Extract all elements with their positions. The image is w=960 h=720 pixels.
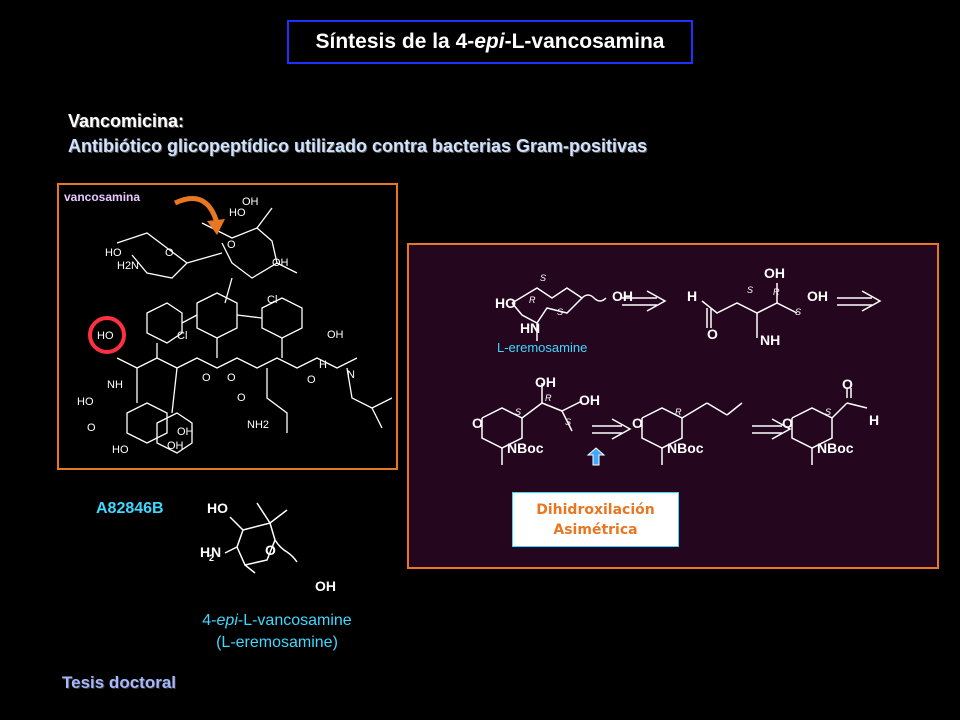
dihidroxilacion-line2: Asimétrica xyxy=(553,521,638,538)
svg-text:H: H xyxy=(687,288,697,304)
svg-text:N: N xyxy=(530,320,540,336)
svg-text:OH: OH xyxy=(272,257,289,269)
svg-text:R: R xyxy=(545,393,552,403)
svg-text:NH2: NH2 xyxy=(247,419,269,431)
svg-text:H: H xyxy=(520,320,530,336)
svg-text:S: S xyxy=(515,407,521,417)
svg-text:HO: HO xyxy=(207,500,228,516)
svg-text:S: S xyxy=(565,417,571,427)
svg-text:HO: HO xyxy=(97,330,114,342)
svg-text:O: O xyxy=(265,542,276,558)
svg-text:O: O xyxy=(87,422,96,434)
svg-text:OH: OH xyxy=(764,265,785,281)
svg-text:N: N xyxy=(347,369,355,381)
svg-text:H: H xyxy=(319,359,327,371)
eremosamine-label: L-eremosamine xyxy=(497,340,588,355)
svg-text:O: O xyxy=(227,239,236,251)
svg-text:O: O xyxy=(632,415,643,431)
svg-text:H2N: H2N xyxy=(117,260,139,272)
svg-text:OH: OH xyxy=(315,578,336,594)
svg-text:O: O xyxy=(842,376,853,392)
dihidroxilacion-box: Dihidroxilación Asimétrica xyxy=(512,492,679,547)
svg-text:OH: OH xyxy=(177,426,194,438)
epi-suffix: -L-vancosamine xyxy=(237,612,352,629)
svg-text:Cl: Cl xyxy=(177,330,187,342)
svg-text:HO: HO xyxy=(105,247,122,259)
svg-text:OH: OH xyxy=(807,288,828,304)
vancomicina-heading: Vancomicina: xyxy=(68,111,185,131)
svg-text:HO: HO xyxy=(229,207,246,219)
epi-vancosamine-structure: HO H N O OH 2 xyxy=(200,500,336,594)
svg-text:OH: OH xyxy=(242,196,259,208)
footer-tesis: Tesis doctoral xyxy=(62,673,176,692)
svg-text:O: O xyxy=(707,326,718,342)
svg-text:Cl: Cl xyxy=(267,294,277,306)
svg-text:R: R xyxy=(529,295,536,305)
svg-text:OH: OH xyxy=(167,440,184,452)
svg-text:OH: OH xyxy=(612,288,633,304)
svg-text:N: N xyxy=(211,544,221,560)
svg-text:OH: OH xyxy=(535,374,556,390)
title-prefix: Síntesis de la 4- xyxy=(315,30,475,53)
svg-text:O: O xyxy=(202,372,211,384)
svg-text:O: O xyxy=(307,374,316,386)
svg-text:NBoc: NBoc xyxy=(817,440,854,456)
vancomicina-description: Antibiótico glicopeptídico utilizado con… xyxy=(68,136,648,156)
svg-text:S: S xyxy=(557,307,563,317)
svg-text:R: R xyxy=(773,287,780,297)
svg-text:2: 2 xyxy=(209,553,214,563)
epi-italic: epi xyxy=(216,612,238,629)
vancomycin-structure-drawing: HO OH HO OH HO H2N O O Cl Cl OH H N NH H… xyxy=(77,196,393,456)
svg-text:OH: OH xyxy=(579,392,600,408)
title-box: Síntesis de la 4-epi-L-vancosamina xyxy=(287,20,693,64)
svg-text:O: O xyxy=(472,415,483,431)
svg-text:O: O xyxy=(165,247,174,259)
svg-text:HO: HO xyxy=(495,295,516,311)
vancomycin-structure-panel xyxy=(57,183,398,470)
svg-text:R: R xyxy=(675,407,682,417)
svg-text:S: S xyxy=(747,285,753,295)
epi-vancosamine-name: 4-epi-L-vancosamine xyxy=(182,612,372,630)
vancosamina-label: vancosamina xyxy=(64,190,141,204)
svg-text:NH: NH xyxy=(107,379,123,391)
epi-prefix: 4- xyxy=(202,612,217,629)
svg-text:OH: OH xyxy=(327,329,344,341)
svg-text:H: H xyxy=(869,412,879,428)
title-italic: epi xyxy=(474,30,505,53)
svg-text:HO: HO xyxy=(112,444,129,456)
svg-text:O: O xyxy=(227,372,236,384)
dihidroxilacion-line1: Dihidroxilación xyxy=(536,501,655,518)
svg-text:NH: NH xyxy=(760,332,780,348)
svg-text:NBoc: NBoc xyxy=(667,440,704,456)
eremosamine-subtitle: (L-eremosamine) xyxy=(216,634,338,651)
a82846b-label: A82846B xyxy=(96,500,164,517)
svg-text:S: S xyxy=(795,307,801,317)
svg-text:H: H xyxy=(200,544,210,560)
svg-text:S: S xyxy=(825,407,831,417)
svg-text:O: O xyxy=(782,415,793,431)
svg-text:HO: HO xyxy=(77,396,94,408)
svg-text:NBoc: NBoc xyxy=(507,440,544,456)
title-suffix: -L-vancosamina xyxy=(504,30,665,53)
svg-text:S: S xyxy=(540,273,546,283)
svg-text:O: O xyxy=(237,392,246,404)
